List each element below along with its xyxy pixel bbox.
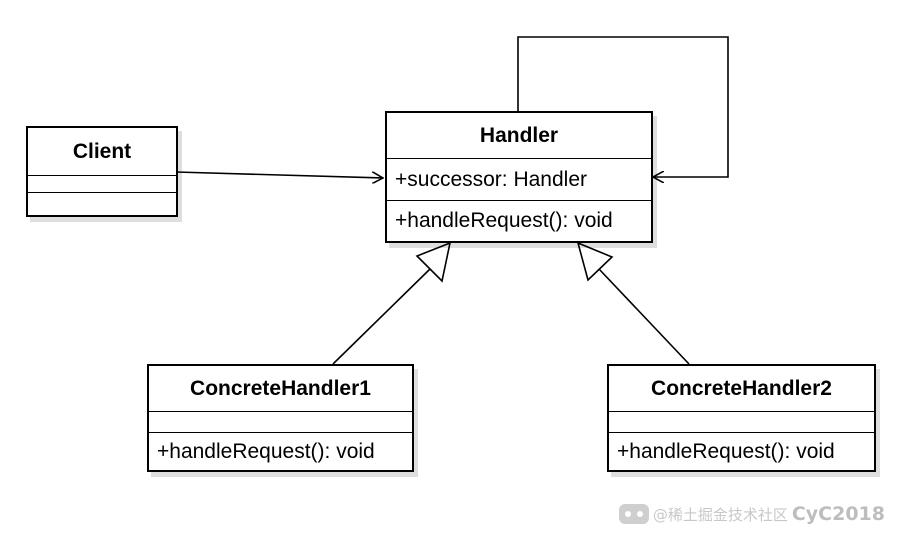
concrete-handler2-methods: +handleRequest(): void: [617, 439, 835, 463]
concrete2-generalization-line: [598, 268, 690, 365]
concrete-handler1-class-name: ConcreteHandler1: [149, 366, 412, 412]
client-class-name: Client: [28, 128, 176, 176]
watermark-handle: CyC2018: [791, 503, 885, 525]
concrete-handler1-attributes: [149, 412, 412, 433]
concrete-handler2-attributes: [609, 412, 874, 433]
handler-methods: +handleRequest(): void: [395, 209, 613, 232]
handler-class[interactable]: Handler +successor: Handler +handleReque…: [385, 111, 653, 243]
watermark-text: @稀土掘金技术社区: [652, 505, 788, 524]
handler-class-name: Handler: [387, 113, 651, 159]
concrete-handler1-methods: +handleRequest(): void: [157, 439, 375, 463]
concrete1-generalization-arrowhead: [415, 241, 452, 283]
watermark: @稀土掘金技术社区 CyC2018: [618, 503, 885, 525]
handler-attributes: +successor: Handler: [387, 159, 651, 201]
handler-self-association: [517, 36, 729, 177]
client-class[interactable]: Client: [26, 126, 178, 217]
concrete1-generalization-line: [332, 268, 431, 365]
concrete-handler2-class-name: ConcreteHandler2: [609, 366, 874, 412]
client-methods: [28, 193, 176, 215]
client-handler-association: [175, 171, 383, 178]
client-attributes: [28, 176, 176, 193]
concrete2-generalization-arrowhead: [576, 241, 614, 282]
mascot-icon: [618, 504, 649, 524]
concrete-handler2-class[interactable]: ConcreteHandler2 +handleRequest(): void: [607, 364, 876, 472]
concrete-handler1-class[interactable]: ConcreteHandler1 +handleRequest(): void: [147, 364, 414, 472]
